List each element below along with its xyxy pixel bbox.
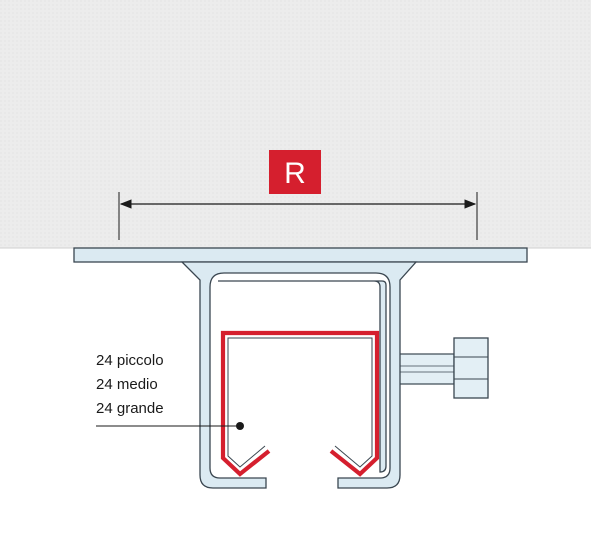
bolt-head	[453, 337, 489, 399]
dimension-label: R	[284, 157, 306, 190]
rail-profile	[180, 261, 418, 489]
size-label-small: 24 piccolo	[96, 352, 164, 369]
leader-dot	[236, 422, 244, 430]
carriage-profile	[220, 330, 380, 477]
carriage-outline	[227, 337, 373, 468]
mounting-plate	[73, 247, 528, 263]
ceiling-slab	[0, 0, 591, 248]
bolt-shank	[397, 353, 455, 385]
dimension-badge	[269, 150, 321, 194]
size-label-large: 24 grande	[96, 400, 164, 417]
fixing-bolt	[397, 337, 489, 399]
size-label-medium: 24 medio	[96, 376, 158, 393]
dimension-r: R	[118, 150, 478, 240]
